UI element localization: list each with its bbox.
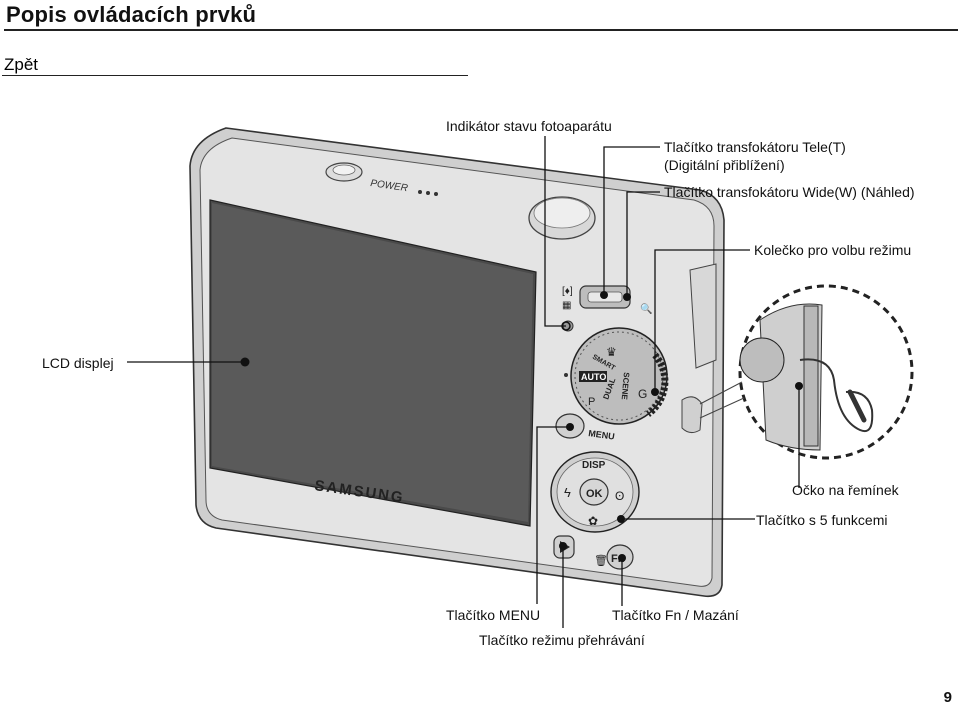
callout-mode-dial: Kolečko pro volbu režimu <box>754 242 912 258</box>
callout-menu-button: Tlačítko MENU <box>446 607 541 623</box>
menu-label: MENU <box>588 428 616 442</box>
title-divider <box>4 29 958 31</box>
callout-playback-button: Tlačítko režimu přehrávání <box>479 632 645 648</box>
dial-scene: SCENE <box>620 372 631 401</box>
callout-zoom-tele: Tlačítko transfokátoru Tele(T) <box>664 139 846 155</box>
back-divider <box>2 75 468 76</box>
svg-text:G: G <box>638 387 647 401</box>
svg-text:♛: ♛ <box>606 345 617 359</box>
power-label: POWER <box>370 178 409 194</box>
svg-text:✿: ✿ <box>588 514 598 528</box>
svg-text:ϟ: ϟ <box>564 485 571 500</box>
ok-label: OK <box>586 488 603 500</box>
disp-label: DISP <box>582 460 606 471</box>
back-link[interactable]: Zpět <box>4 55 39 74</box>
callout-zoom-wide: Tlačítko transfokátoru Wide(W) (Náhled) <box>664 184 915 200</box>
svg-text:🗑: 🗑 <box>594 554 608 567</box>
callout-fn-button: Tlačítko Fn / Mazání <box>612 607 739 623</box>
svg-text:▦: ▦ <box>562 300 571 311</box>
callout-zoom-tele-sub: (Digitální přiblížení) <box>664 157 785 173</box>
callout-lcd: LCD displej <box>42 355 114 371</box>
callout-status-indicator: Indikátor stavu fotoaparátu <box>446 118 612 134</box>
page-title: Popis ovládacích prvků <box>6 2 257 27</box>
svg-text:P: P <box>588 396 595 408</box>
svg-text:[♦]: [♦] <box>562 286 573 297</box>
dial-auto: AUTO <box>581 372 606 382</box>
mode-dial <box>570 327 668 425</box>
page-number: 9 <box>943 689 952 706</box>
svg-text:🔍: 🔍 <box>640 302 652 315</box>
svg-text:ʘ: ʘ <box>615 489 624 503</box>
callout-strap-eyelet: Očko na řemínek <box>792 482 899 498</box>
callout-five-function: Tlačítko s 5 funkcemi <box>756 512 888 528</box>
